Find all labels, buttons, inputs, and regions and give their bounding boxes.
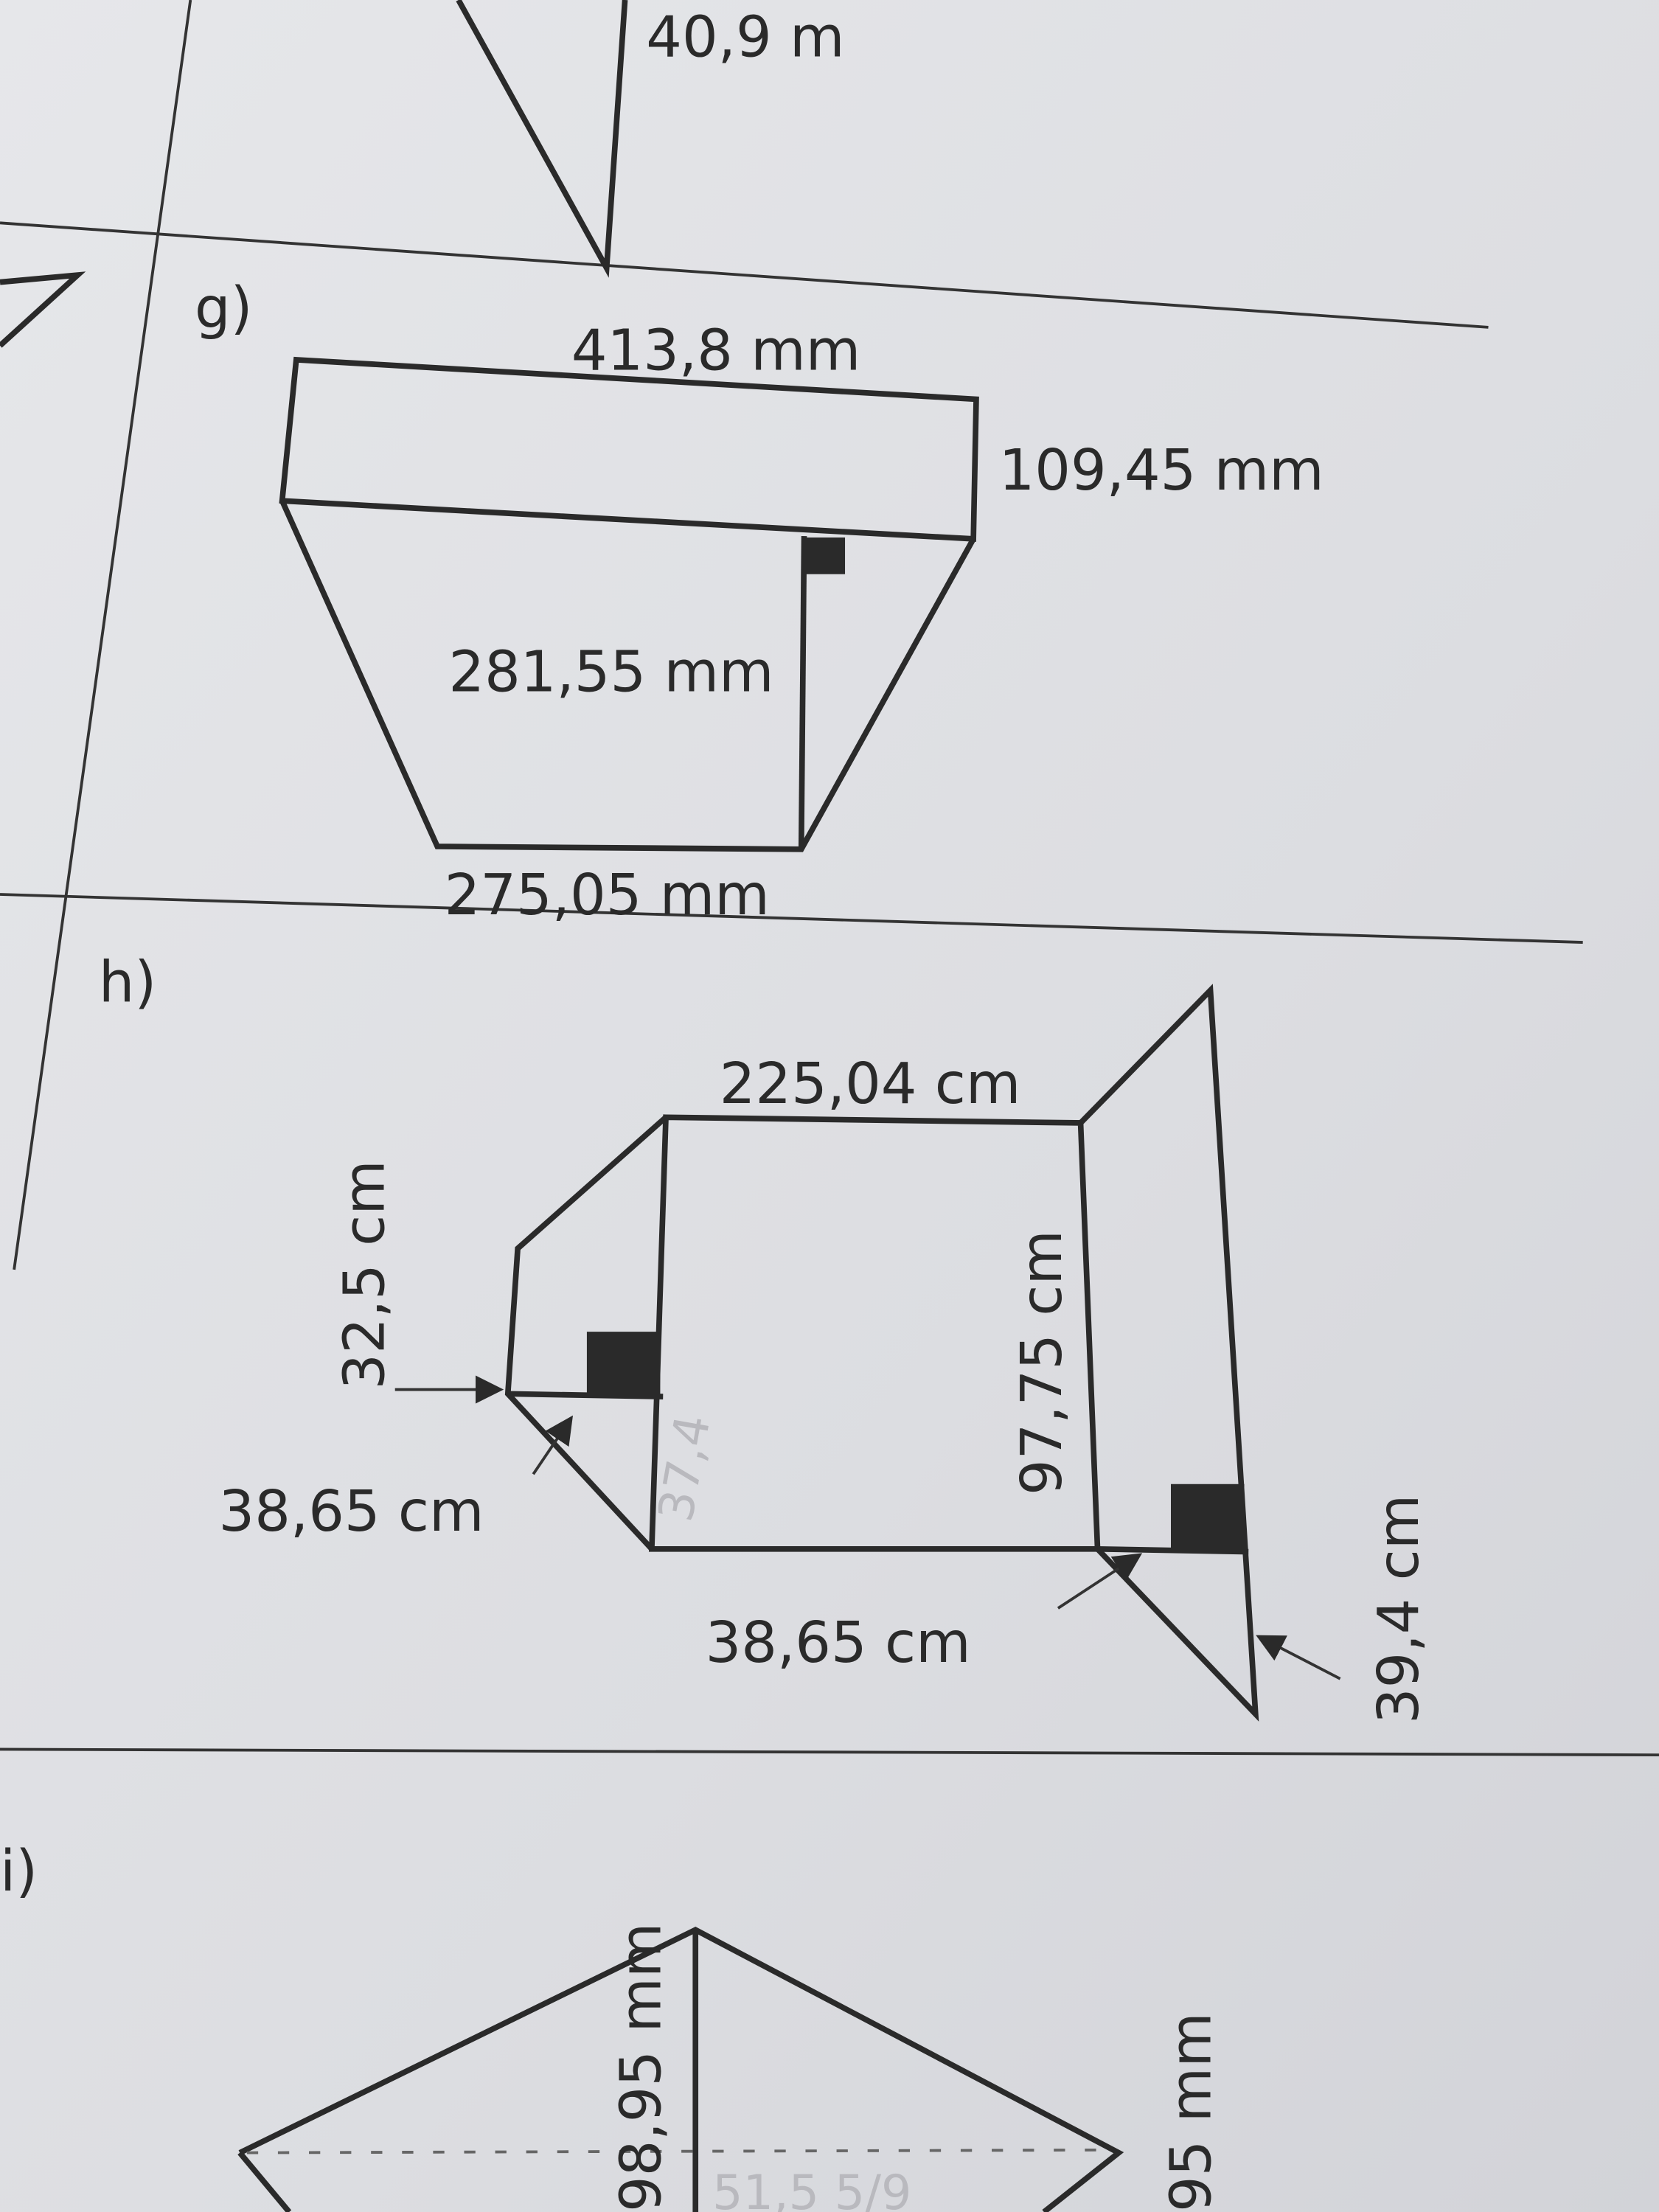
- i-letter: i): [0, 1839, 38, 1905]
- h-top-label: 225,04 cm: [720, 1051, 1021, 1117]
- exercise-h-figure: h) 225,04 cm 32,5 cm 38,65 cm 97,75 cm 3…: [99, 950, 1432, 1724]
- h-letter: h): [99, 950, 156, 1015]
- h-middle-height-label: 97,75 cm: [1009, 1230, 1075, 1495]
- f-side-label: 40,9 m: [646, 5, 844, 71]
- h-left-side-label: 32,5 cm: [332, 1160, 397, 1389]
- exercise-g-figure: g) 413,8 mm 109,45 mm 281,55 mm 275,05 m…: [195, 276, 1324, 928]
- right-angle-mark: [586, 1332, 661, 1397]
- h-left-triangle-label: 38,65 cm: [219, 1479, 484, 1545]
- g-top-label: 413,8 mm: [571, 318, 860, 383]
- i-right-dim-label: 95 mm: [1159, 2012, 1225, 2212]
- table-grid: [0, 0, 1659, 1757]
- h-bottom-triangle-label: 38,65 cm: [706, 1610, 971, 1676]
- g-right-label: 109,45 mm: [999, 438, 1324, 504]
- right-angle-mark: [1171, 1484, 1245, 1552]
- g-letter: g): [195, 276, 252, 341]
- exercise-f-triangle: 40,9 m: [0, 0, 845, 348]
- h-right-side-label: 39,4 cm: [1366, 1495, 1432, 1724]
- i-left-dim-label: 98,95 mm: [608, 1923, 674, 2212]
- right-angle-mark: [805, 537, 846, 574]
- i-pencil-note: 51,5 5/9: [712, 2166, 911, 2212]
- g-bottom-label: 275,05 mm: [445, 863, 770, 928]
- g-height-label: 281,55 mm: [448, 639, 773, 705]
- exercise-i-figure: i) 98,95 mm 95 mm 51,5 5/9: [0, 1839, 1225, 2212]
